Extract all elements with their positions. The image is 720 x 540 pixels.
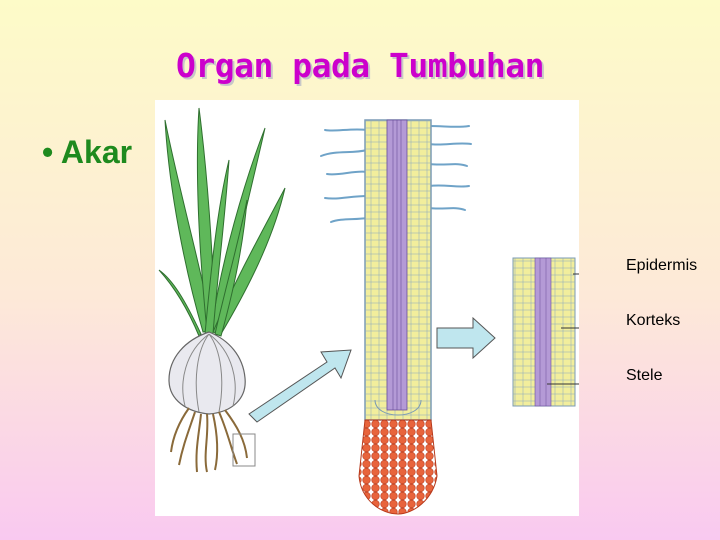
zoomed-tissue-section [512,257,576,407]
arrow-icon [248,349,352,423]
label-korteks: Korteks [626,312,681,329]
arrow-icon-2 [436,316,496,360]
label-stele: Stele [626,367,663,384]
onion-plant-icon [158,107,286,473]
slide-title: Organ pada Tumbuhan [176,46,545,85]
bullet-akar: • Akar [42,134,133,170]
label-epidermis: Epidermis [626,257,698,274]
root-section [358,119,438,515]
root-hairs [320,125,472,223]
root-illustration [155,100,617,516]
root-diagram [158,107,617,515]
